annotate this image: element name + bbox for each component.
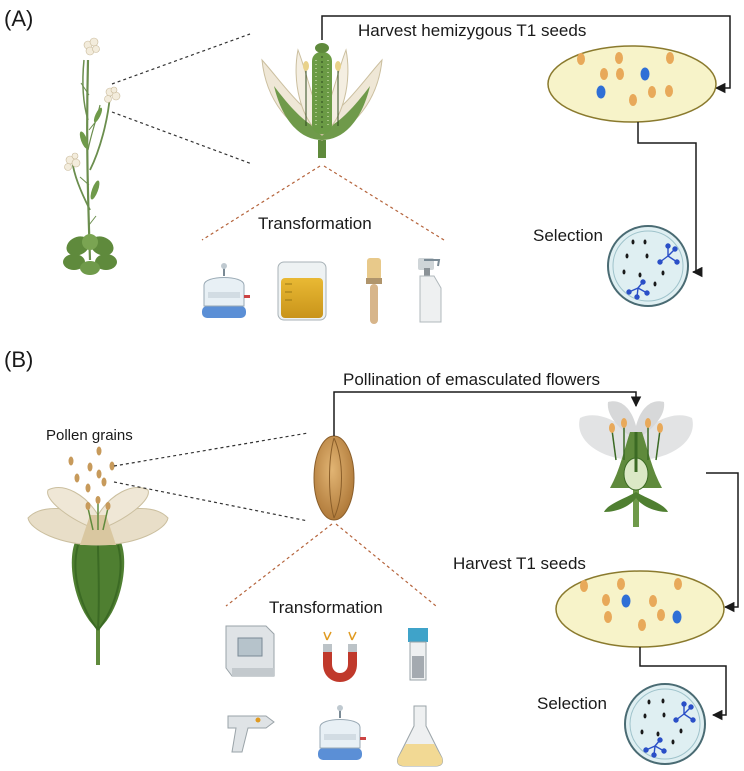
pollination-label: Pollination of emasculated flowers (343, 370, 601, 389)
panel-b-label: (B) (4, 347, 34, 372)
oil-beaker-icon (277, 261, 327, 321)
transformation-guide-lines-a (201, 165, 445, 241)
arabidopsis-plant-illustration (63, 37, 121, 275)
magnet-icon (323, 631, 357, 682)
pollen-grains-label: Pollen grains (46, 427, 133, 444)
arrow-selection-b (639, 647, 727, 721)
harvest-t1-label: Harvest T1 seeds (453, 554, 586, 573)
erlenmeyer-flask-icon (397, 705, 443, 767)
petri-dish-b (624, 683, 706, 765)
selection-label-b: Selection (537, 694, 607, 713)
vacuum-desiccator-icon-b (318, 705, 366, 760)
electroporator-icon (225, 625, 275, 677)
arrow-pollination (333, 391, 642, 436)
arrow-harvest-a (321, 15, 731, 94)
transformation-label-a: Transformation (258, 214, 372, 233)
petri-dish-a (607, 225, 689, 307)
panel-a-label: (A) (4, 6, 34, 31)
zoom-lines-a (111, 33, 253, 165)
harvest-hemizygous-label: Harvest hemizygous T1 seeds (358, 21, 587, 40)
selection-label-a: Selection (533, 226, 603, 245)
transformation-label-b: Transformation (269, 598, 383, 617)
vacuum-desiccator-icon (202, 263, 250, 318)
flower-cross-section-a (261, 43, 383, 158)
transformation-guide-lines-b (225, 523, 437, 607)
seed-plate-b (555, 570, 725, 648)
zoom-lines-b (113, 432, 309, 522)
flower-with-pollen-illustration (27, 446, 169, 665)
gene-gun-icon (227, 715, 275, 753)
arrow-selection-a (637, 122, 703, 278)
pollen-grain-zoom (313, 435, 355, 521)
seed-plate-a (547, 45, 717, 123)
paintbrush-icon (366, 258, 382, 324)
cuvette-icon (408, 628, 428, 681)
emasculated-flower-illustration (579, 401, 693, 527)
arrow-harvest-b (706, 472, 739, 613)
spray-bottle-icon (418, 258, 442, 323)
